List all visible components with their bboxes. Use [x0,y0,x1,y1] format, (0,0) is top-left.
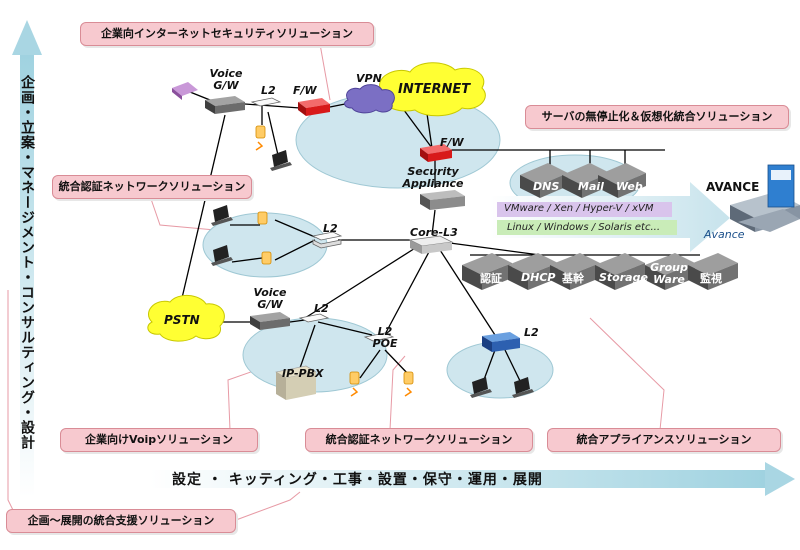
l2-mid-label: L2 [323,222,338,235]
pc-icon [211,245,233,266]
internet-cloud [379,62,486,117]
avance-product-icon [730,164,800,232]
ip-pbx-icon [275,365,317,400]
pc-icon [470,377,492,398]
core-l3-label: Core-L3 [410,226,458,239]
vertical-axis-arrow [12,20,42,497]
wireless-user-icon [403,371,414,397]
voice-gateway-top-icon [205,96,245,114]
kanshi-server-icon [688,253,738,290]
core-l3-icon [408,235,454,254]
pill-appliance-solution[interactable]: 統合アプライアンスソリューション [547,428,781,452]
l2-poe-label: L2 POE [372,325,398,350]
kanshi-label: 監視 [700,272,722,285]
wireless-user-icons [255,125,414,397]
fw-top-label: F/W [293,84,317,97]
ip-phone-icon [172,82,198,100]
os-text: Linux / Windows / Solaris etc... [507,222,661,233]
security-appliance-icon [420,190,465,210]
pstn-label: PSTN [164,313,200,327]
virtualization-arrow [490,182,730,252]
horizontal-axis-label: 設定 ・ キッティング・工事・設置・保守・運用・展開 [172,472,543,488]
ippbx-label: IP-PBX [282,367,324,380]
ninsho-label: 認証 [480,272,502,285]
dns-label: DNS [533,180,560,193]
virtualization-text: VMware / Xen / Hyper-V / xVM [504,203,654,214]
fw-right-label: F/W [440,136,464,149]
l2-switches [250,97,395,342]
dhcp-label: DHCP [521,271,556,284]
avance-label: Avance [704,228,745,241]
pstn-cloud [147,295,225,342]
web-server-icon [598,163,646,198]
storage-label: Storage [599,271,648,284]
internet-label: INTERNET [398,82,471,97]
groupware-server-icon [645,253,695,290]
groupware-label: Group Ware [650,261,688,286]
l2-top-label: L2 [261,84,276,97]
ninsho-server-icon [462,253,512,290]
pill-security-solution[interactable]: 企業向インターネットセキュリティソリューション [80,22,374,46]
avance-logo-label: AVANCE [706,180,760,194]
l2-blue-icon [482,332,520,352]
pc-icon [211,205,233,226]
l2-right-label: L2 [524,326,539,339]
pc-icon [270,150,292,171]
storage-server-icon [595,253,645,290]
pc-icons [211,150,534,398]
voice-gw-bottom-label: Voice G/W [253,286,287,311]
security-appliance-label: Security Appliance [402,165,464,190]
vpn-label: VPN [356,72,382,85]
appliance-row [462,253,738,290]
pill-auth-solution-bottom[interactable]: 統合認証ネットワークソリューション [305,428,533,452]
wireless-user-icon [257,211,268,225]
web-label: Web [616,180,643,193]
pill-auth-solution-top[interactable]: 統合認証ネットワークソリューション [52,175,252,199]
voice-gateway-bottom-icon [250,312,290,330]
kikan-server-icon [550,253,600,290]
wireless-user-icon [349,371,360,397]
horizontal-axis-arrow [150,462,795,496]
vertical-axis-label: 企画・立案・マネージメント・コンサルティング・設計 [19,75,35,450]
pill-voip-solution[interactable]: 企業向けVoipソリューション [60,428,258,452]
voice-gw-top-label: Voice G/W [209,67,243,92]
vpn-cloud [344,84,395,114]
wireless-user-icon [255,125,266,151]
dns-server-icon [520,163,568,198]
firewall-top-icon [298,98,330,116]
pc-icon [512,377,534,398]
firewall-right-icon [420,144,452,162]
l2-bottom-label: L2 [314,302,329,315]
kikan-label: 基幹 [562,272,584,285]
wireless-user-icon [261,251,272,265]
pill-support-solution[interactable]: 企画～展開の統合支援ソリューション [6,509,236,533]
mail-label: Mail [578,180,604,193]
pill-server-solution[interactable]: サーバの無停止化＆仮想化統合ソリューション [525,105,789,129]
